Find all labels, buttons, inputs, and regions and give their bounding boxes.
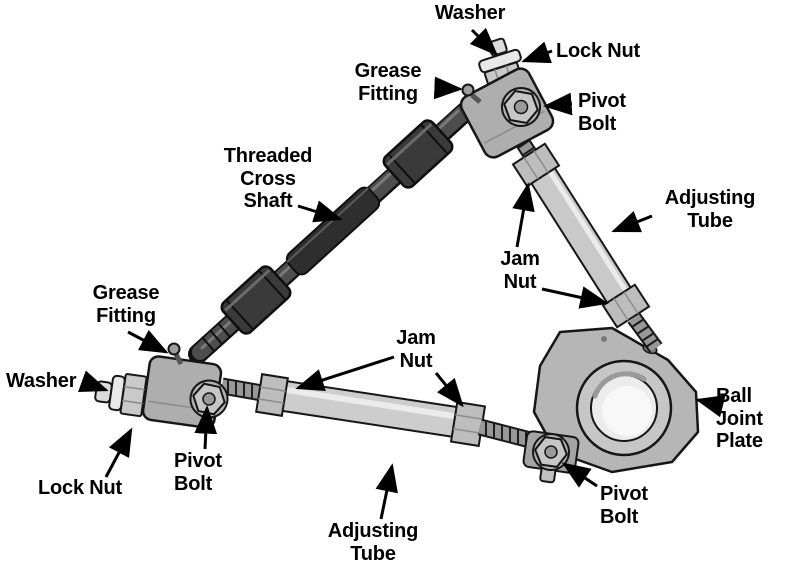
arrow-washer-top [469, 27, 499, 57]
label-jam-nut-bottom: Jam Nut [396, 327, 436, 372]
top-pivot-assembly [459, 37, 555, 159]
grease-fitting-top-part [461, 83, 475, 97]
label-jam-nut-right: Jam Nut [500, 248, 540, 293]
shaft-thread-ticks [201, 322, 231, 352]
threaded-cross-shaft-part [188, 102, 475, 364]
left-pivot-assembly [94, 342, 229, 429]
arrow-jam-nut-bottom-right [434, 372, 464, 408]
thread-ticks-lower [631, 318, 659, 348]
arrow-pivot-bolt-bottom [561, 462, 598, 488]
grease-fitting-left-part [167, 342, 181, 356]
jam-nut-bottom-left-part [255, 373, 289, 417]
grease-fitting-top-stem [470, 93, 482, 104]
arrow-jam-nut-right-lower [541, 286, 609, 309]
jam-nut-upper-part [511, 142, 561, 188]
arrow-threaded-cross-shaft [297, 200, 343, 223]
arrow-jam-nut-right-upper [512, 182, 535, 248]
label-pivot-bolt-left: Pivot Bolt [174, 450, 222, 495]
label-lock-nut-left: Lock Nut [38, 477, 122, 499]
label-adjusting-tube-bottom: Adjusting Tube [327, 520, 419, 565]
lock-nut-left-part [119, 373, 148, 418]
jam-nut-lower-part [601, 283, 651, 329]
label-lock-nut-top: Lock Nut [556, 40, 640, 62]
arrow-washer-left [77, 370, 109, 392]
label-washer-top: Washer [434, 2, 506, 24]
arrow-jam-nut-bottom-left [295, 355, 395, 391]
arrow-pivot-bolt-top [543, 92, 573, 116]
arrow-grease-fitting-left [127, 329, 169, 354]
label-pivot-bolt-bottom: Pivot Bolt [600, 483, 648, 528]
pivot-bolt-bottom-part [522, 430, 580, 484]
thread-ticks-right [485, 421, 527, 447]
label-pivot-bolt-top: Pivot Bolt [578, 90, 626, 135]
shaft-bushing-lower [220, 265, 292, 335]
arrow-pivot-bolt-left [194, 405, 218, 450]
shaft-bushing-upper [382, 119, 454, 189]
pivot-bolt-top-part [501, 87, 541, 127]
ball-joint-plate-part [532, 326, 700, 474]
label-threaded-cross-shaft: Threaded Cross Shaft [223, 145, 313, 213]
label-adjusting-tube-right: Adjusting Tube [664, 187, 756, 232]
arrow-grease-fitting-top [433, 76, 463, 100]
label-ball-joint-plate: Ball Joint Plate [716, 385, 763, 453]
adjusting-tube-right-part [511, 135, 663, 353]
adjusting-tube-bottom-part [220, 373, 537, 450]
label-grease-fitting-left: Grease Fitting [92, 282, 160, 327]
arrow-adjusting-tube-right [611, 210, 653, 233]
arrow-ball-joint-plate [695, 395, 726, 418]
arrow-lock-nut-top [521, 41, 553, 64]
label-grease-fitting-top: Grease Fitting [354, 60, 422, 105]
arrow-lock-nut-left [104, 427, 133, 478]
label-arrows [77, 27, 726, 520]
jam-nut-bottom-right-part [449, 400, 487, 448]
label-washer-left: Washer [6, 370, 77, 392]
arrow-adjusting-tube-bottom [375, 463, 398, 520]
grease-fitting-left-stem [173, 352, 184, 366]
